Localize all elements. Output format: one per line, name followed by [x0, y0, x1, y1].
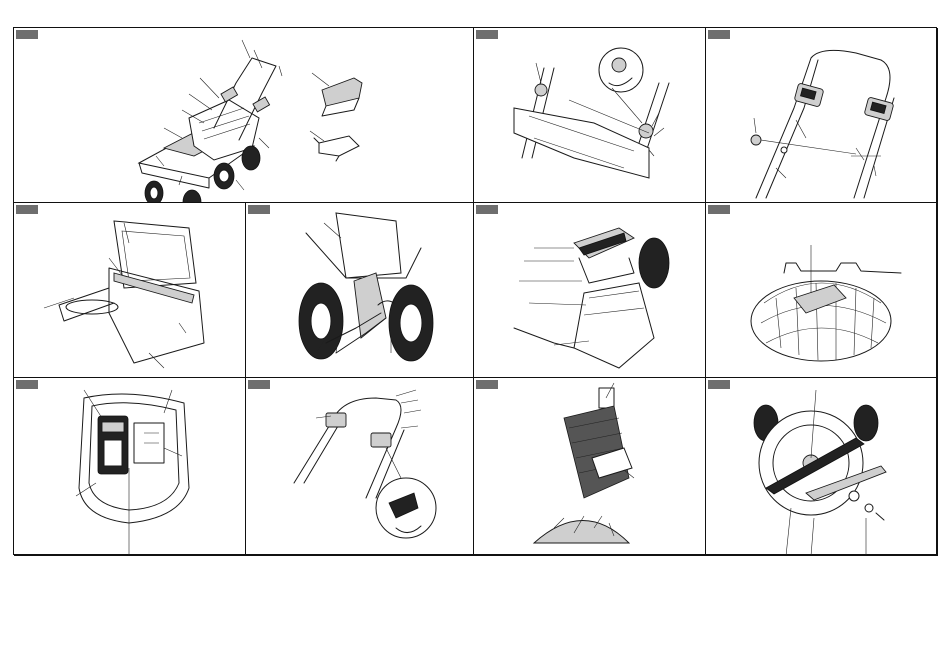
bag-frame-drawing — [14, 203, 246, 378]
panel-empty-bag — [474, 378, 706, 556]
panel-wheel — [706, 203, 938, 378]
start-lever-drawing — [246, 378, 474, 556]
panel-mower-overview — [14, 28, 474, 203]
wheel-drawing — [706, 203, 938, 378]
panel-handle-knobs — [474, 28, 706, 203]
panel-blade — [706, 378, 938, 556]
empty-bag-drawing — [474, 378, 706, 556]
handle-knobs-drawing — [474, 28, 706, 203]
blade-drawing — [706, 378, 938, 556]
panel-side-chute — [474, 203, 706, 378]
panel-start-lever — [246, 378, 474, 556]
panel-battery-bay — [14, 378, 246, 556]
side-chute-drawing — [474, 203, 706, 378]
battery-bay-drawing — [14, 378, 246, 556]
instruction-sheet — [13, 27, 937, 555]
mulch-plug-drawing — [246, 203, 474, 378]
mower-overview-drawing — [14, 28, 474, 203]
panel-bag-frame — [14, 203, 246, 378]
control-box-drawing — [706, 28, 938, 203]
panel-mulch-plug — [246, 203, 474, 378]
panel-control-box — [706, 28, 938, 203]
